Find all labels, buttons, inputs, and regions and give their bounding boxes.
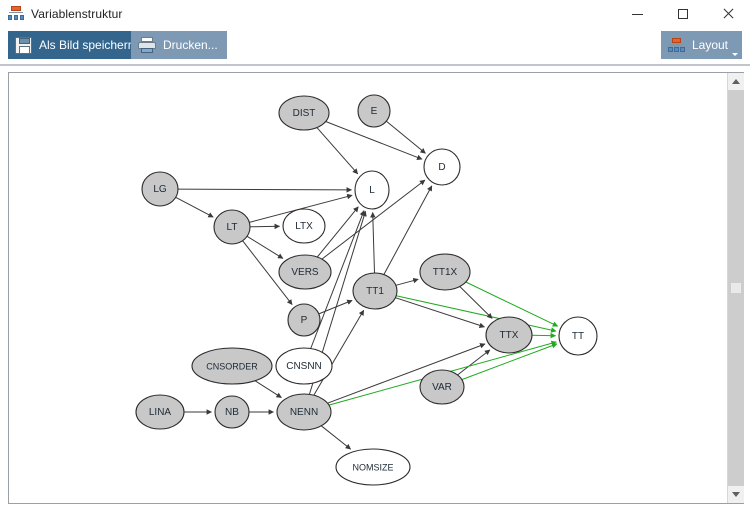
- chevron-down-icon: [732, 492, 740, 497]
- save-as-image-label: Als Bild speichern...: [39, 38, 144, 52]
- window-title: Variablenstruktur: [31, 7, 123, 21]
- graph-node-tt1x[interactable]: TT1X: [420, 254, 470, 290]
- maximize-icon: [678, 9, 688, 19]
- node-label: CNSNN: [286, 361, 322, 372]
- node-label: L: [369, 185, 375, 196]
- node-label: TT: [572, 331, 584, 342]
- title-bar: Variablenstruktur: [0, 0, 750, 28]
- chevron-up-icon: [732, 79, 740, 84]
- graph-node-lt[interactable]: LT: [214, 210, 250, 244]
- maximize-button[interactable]: [660, 0, 705, 28]
- graph-node-nomsize[interactable]: NOMSIZE: [336, 449, 410, 485]
- printer-icon: [138, 37, 156, 53]
- graph-edge: [319, 300, 352, 314]
- graph-node-nenn[interactable]: NENN: [277, 394, 331, 430]
- close-button[interactable]: [705, 0, 750, 28]
- node-label: P: [301, 315, 308, 326]
- graph-node-vers[interactable]: VERS: [279, 255, 331, 289]
- graph-edge: [250, 226, 280, 227]
- window-controls: [615, 0, 750, 28]
- graph-node-lg[interactable]: LG: [142, 172, 178, 206]
- node-label: NOMSIZE: [352, 463, 393, 473]
- node-label: CNSORDER: [206, 362, 258, 372]
- graph-edge: [396, 279, 418, 285]
- graph-node-tt[interactable]: TT: [559, 317, 597, 355]
- scrollbar-grip: [731, 283, 741, 293]
- print-button[interactable]: Drucken...: [131, 31, 227, 59]
- node-label: DIST: [293, 108, 316, 119]
- graph-node-cnsorder[interactable]: CNSORDER: [192, 348, 272, 384]
- node-label: D: [438, 162, 445, 173]
- node-label: TT1: [366, 286, 384, 297]
- graph-node-var[interactable]: VAR: [420, 370, 464, 404]
- vertical-scrollbar[interactable]: [727, 73, 743, 503]
- chevron-down-icon[interactable]: [732, 53, 738, 56]
- graph-node-d[interactable]: D: [424, 149, 460, 185]
- node-label: VERS: [291, 267, 319, 278]
- graph-edge: [317, 128, 358, 174]
- floppy-disk-icon: [15, 37, 32, 54]
- org-chart-icon: [668, 38, 685, 53]
- org-chart-icon: [8, 6, 24, 22]
- graph-edge: [373, 213, 375, 274]
- graph-edge: [321, 426, 350, 449]
- toolbar: Als Bild speichern... Drucken... Layout: [0, 28, 750, 66]
- graph-node-cnsnn[interactable]: CNSNN: [276, 348, 332, 384]
- minimize-icon: [632, 14, 643, 15]
- graph-edge: [386, 121, 425, 153]
- graph-node-e[interactable]: E: [358, 95, 390, 127]
- node-label: LTX: [295, 221, 313, 232]
- node-label: VAR: [432, 382, 452, 393]
- layout-button[interactable]: Layout: [661, 31, 742, 59]
- close-icon: [722, 8, 734, 20]
- graph-edge: [176, 197, 214, 217]
- node-label: LT: [227, 222, 238, 233]
- node-label: E: [371, 106, 378, 117]
- node-label: LINA: [149, 407, 172, 418]
- graph-node-p[interactable]: P: [288, 304, 320, 336]
- graph-node-ttx[interactable]: TTX: [486, 317, 532, 353]
- scrollbar-thumb[interactable]: [728, 90, 744, 486]
- graph-node-dist[interactable]: DIST: [279, 96, 329, 130]
- layout-label: Layout: [692, 38, 728, 52]
- print-label: Drucken...: [163, 38, 218, 52]
- graph-node-ltx[interactable]: LTX: [283, 209, 325, 243]
- graph-node-tt1[interactable]: TT1: [353, 273, 397, 309]
- minimize-button[interactable]: [615, 0, 660, 28]
- node-label: LG: [153, 184, 167, 195]
- graph-edge: [255, 381, 281, 398]
- scroll-down-button[interactable]: [728, 486, 744, 503]
- node-label: TTX: [500, 330, 519, 341]
- graph-node-l[interactable]: L: [355, 171, 389, 209]
- node-label: NB: [225, 407, 239, 418]
- scroll-up-button[interactable]: [728, 73, 744, 90]
- node-label: NENN: [290, 407, 318, 418]
- node-label: TT1X: [433, 267, 458, 278]
- graph-edge: [178, 189, 352, 190]
- graph-node-lina[interactable]: LINA: [136, 395, 184, 429]
- graph-node-nb[interactable]: NB: [215, 396, 249, 428]
- graph-edge: [247, 236, 283, 258]
